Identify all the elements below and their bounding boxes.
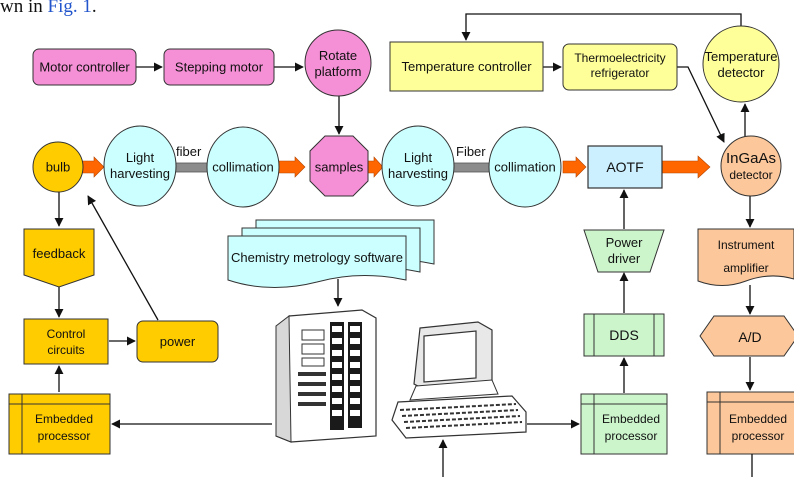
connectors — [54, 13, 755, 477]
stepping-motor-box: Stepping motor — [163, 48, 275, 86]
arrow-power-to-bulb — [87, 195, 159, 321]
light-harvesting-2-ellipse: Light harvesting — [381, 125, 455, 207]
rotate-platform-circle: Rotate platform — [304, 29, 372, 97]
svg-text:DDS: DDS — [609, 327, 639, 343]
svg-text:Instrument: Instrument — [718, 238, 775, 252]
svg-text:Rotate: Rotate — [319, 48, 357, 63]
embedded-processor-left-box: Embedded processor — [8, 393, 111, 455]
svg-text:power: power — [160, 334, 196, 349]
svg-text:detector: detector — [729, 168, 772, 182]
power-driver-trapezoid: Power driver — [583, 229, 665, 273]
ingaas-detector-circle: InGaAs detector — [720, 135, 782, 197]
svg-text:A/D: A/D — [738, 329, 761, 345]
svg-text:Thermoelectricity: Thermoelectricity — [574, 51, 665, 65]
tower-computer-icon — [275, 309, 377, 443]
collimation-1-ellipse: collimation — [206, 126, 280, 208]
orange-arrow-5 — [661, 155, 711, 179]
embedded-processor-mid-box: Embedded processor — [580, 393, 668, 455]
temperature-controller-box: Temperature controller — [389, 41, 544, 92]
svg-text:processor: processor — [38, 429, 91, 443]
optical-path-arrows — [80, 155, 711, 179]
orange-arrow-4 — [562, 156, 587, 178]
fiber-bar-1 — [174, 162, 210, 173]
thermoelectricity-refrigerator-box: Thermoelectricity refrigerator — [562, 43, 678, 91]
svg-text:Power: Power — [606, 235, 644, 250]
aotf-box: AOTF — [587, 145, 663, 189]
samples-octagon: samples — [309, 135, 369, 197]
control-circuits-box: Control circuits — [23, 318, 109, 365]
svg-text:Embedded: Embedded — [35, 412, 93, 426]
svg-text:circuits: circuits — [47, 343, 84, 357]
ad-hexagon: A/D — [699, 315, 794, 357]
orange-arrow-3 — [365, 156, 384, 178]
svg-text:Embedded: Embedded — [729, 412, 787, 426]
svg-text:Temperature controller: Temperature controller — [401, 59, 532, 74]
svg-text:amplifier: amplifier — [723, 261, 768, 275]
svg-text:samples: samples — [315, 160, 364, 175]
fiber-label-2: Fiber — [456, 144, 486, 159]
motor-controller-box: Motor controller — [32, 48, 137, 86]
svg-text:Light: Light — [404, 150, 433, 165]
desktop-pc-icon — [391, 321, 527, 439]
svg-text:platform: platform — [315, 64, 362, 79]
embedded-processor-right-box: Embedded processor — [706, 391, 794, 455]
orange-arrow-2 — [278, 156, 306, 178]
arrow-thermo-to-ingaas — [677, 66, 725, 143]
instrument-amplifier-box: Instrument amplifier — [697, 228, 794, 286]
svg-text:bulb: bulb — [46, 160, 71, 175]
light-harvesting-1-ellipse: Light harvesting — [103, 125, 177, 207]
svg-text:processor: processor — [732, 429, 785, 443]
svg-text:collimation: collimation — [212, 160, 273, 175]
svg-text:collimation: collimation — [494, 160, 555, 175]
svg-text:Control: Control — [47, 327, 86, 341]
svg-text:Temperature: Temperature — [705, 49, 778, 64]
svg-text:Chemistry metrology software: Chemistry metrology software — [231, 250, 403, 265]
svg-text:Stepping motor: Stepping motor — [175, 60, 264, 75]
bulb-circle: bulb — [32, 141, 84, 193]
temperature-detector-circle: Temperature detector — [702, 25, 780, 103]
svg-text:harvesting: harvesting — [110, 166, 170, 181]
svg-text:driver: driver — [608, 251, 641, 266]
svg-text:detector: detector — [718, 65, 766, 80]
arrow-tempdetector-to-tempctrl — [461, 13, 742, 41]
fiber-bar-2 — [451, 162, 491, 173]
dds-box: DDS — [583, 313, 665, 357]
svg-text:feedback: feedback — [33, 246, 86, 261]
svg-text:processor: processor — [605, 429, 658, 443]
svg-text:Embedded: Embedded — [602, 412, 660, 426]
svg-text:Motor controller: Motor controller — [39, 60, 130, 75]
chemistry-software-stacked-docs: Chemistry metrology software — [227, 219, 435, 288]
svg-text:refrigerator: refrigerator — [591, 66, 650, 80]
svg-text:Light: Light — [126, 150, 155, 165]
svg-text:AOTF: AOTF — [606, 159, 643, 175]
figure-caption: wn in Fig. 1. — [0, 0, 97, 18]
figure-link[interactable]: Fig. 1 — [47, 0, 92, 17]
svg-text:InGaAs: InGaAs — [726, 150, 776, 167]
feedback-pentagon: feedback — [23, 228, 95, 288]
orange-arrow-1 — [80, 156, 105, 178]
collimation-2-ellipse: collimation — [488, 126, 562, 208]
svg-text:harvesting: harvesting — [388, 166, 448, 181]
fiber-label-1: fiber — [176, 144, 202, 159]
power-box: power — [136, 320, 219, 363]
